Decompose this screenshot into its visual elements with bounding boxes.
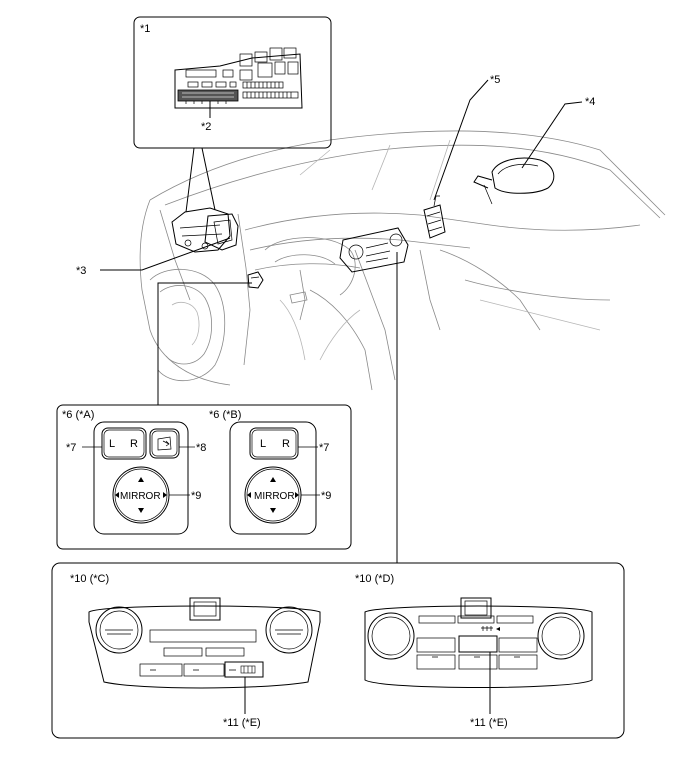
inset-ac-control-panels: *10 (*C) *10 (*D) *11 (*E [51, 562, 625, 739]
inset-junction-block: *1 *2 [133, 16, 332, 149]
selector-right-label-b: R [282, 438, 290, 450]
callout-8: *8 [196, 442, 206, 454]
inner-rear-view-mirror [473, 157, 555, 205]
leader-lines [100, 79, 583, 563]
mirror-switch-a: L R MIRROR [82, 421, 195, 535]
ac-panel-d [364, 597, 593, 714]
callout-11-panel-d: *11 (*E) [470, 717, 508, 729]
callout-11-panel-c: *11 (*E) [223, 717, 261, 729]
arrow-left-icon [115, 492, 119, 498]
mirror-fold-icon [157, 436, 172, 451]
selector-left-label: L [109, 438, 115, 450]
callout-6a: *6 (*A) [62, 409, 94, 421]
inset-mirror-switches: *6 (*A) *6 (*B) L R MIRROR [56, 404, 352, 550]
arrow-right-icon [163, 492, 167, 498]
defogger-button-icon [240, 665, 256, 674]
callout-7a: *7 [66, 442, 76, 454]
arrow-down-icon [138, 508, 144, 513]
arrow-right-icon [295, 492, 299, 498]
mirror-pad-label-b: MIRROR [254, 491, 295, 502]
callout-9a: *9 [191, 490, 201, 502]
junction-block-location [171, 207, 231, 253]
selector-left-label-b: L [260, 438, 266, 450]
callout-2: *2 [201, 121, 211, 133]
callout-7b: *7 [319, 442, 329, 454]
arrow-up-icon [138, 477, 144, 482]
mirror-switch-location [247, 271, 264, 289]
arrow-down-icon [270, 508, 276, 513]
callout-6b: *6 (*B) [209, 409, 241, 421]
callout-10d: *10 (*D) [355, 573, 394, 585]
selector-right-label: R [130, 438, 138, 450]
mirror-pad-label: MIRROR [120, 491, 161, 502]
arrow-left-icon [247, 492, 251, 498]
mirror-switch-b: L R MIRROR [229, 421, 320, 535]
arrow-up-icon [270, 477, 276, 482]
callout-10c: *10 (*C) [70, 573, 109, 585]
vehicle-interior-illustration [139, 130, 666, 391]
outer-mirror-left [204, 213, 239, 251]
callout-1: *1 [140, 23, 150, 35]
callout-3: *3 [76, 265, 86, 277]
ac-panel-location [339, 227, 409, 273]
ac-panel-c [88, 597, 321, 714]
callout-9b: *9 [321, 490, 331, 502]
defogger-button-icon [481, 626, 500, 631]
callout-4: *4 [585, 96, 595, 108]
callout-5: *5 [490, 74, 500, 86]
mirror-control-module [423, 195, 446, 239]
